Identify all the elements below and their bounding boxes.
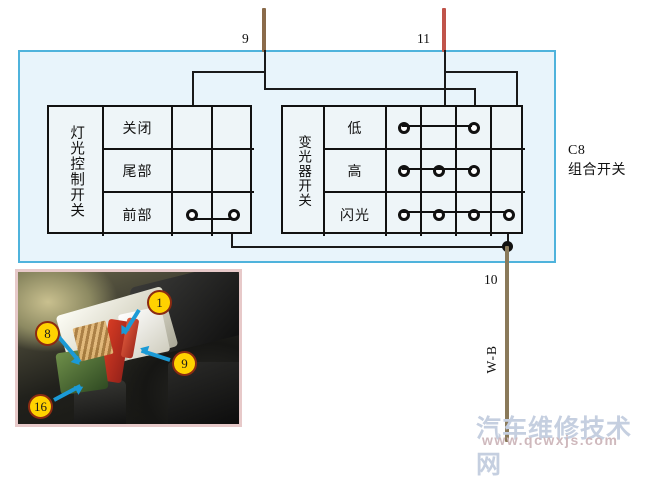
dimmer-switch-title: 变光器开关 bbox=[296, 135, 312, 208]
wire-stub-11 bbox=[442, 8, 446, 52]
connector-photo: 1 8 9 16 bbox=[15, 269, 242, 427]
photo-callout-16: 16 bbox=[28, 394, 53, 419]
dimmer-bridge-row1 bbox=[402, 168, 472, 170]
dimmer-cell-2-1 bbox=[387, 193, 422, 236]
photo-callout-1: 1 bbox=[147, 290, 172, 315]
route-left-table-vertical bbox=[192, 71, 194, 106]
contact-dot bbox=[397, 121, 410, 134]
light-switch-row-label-1: 尾部 bbox=[104, 150, 173, 193]
route-ground-right-vertical bbox=[507, 234, 509, 246]
dimmer-bridge-row2 bbox=[402, 211, 507, 213]
dimmer-cell-0-2 bbox=[422, 107, 457, 150]
route-11-vertical-drop bbox=[444, 50, 446, 106]
wire-number-11: 11 bbox=[417, 31, 430, 46]
photo-callout-8: 8 bbox=[35, 321, 60, 346]
component-caption: C8 组合开关 bbox=[568, 141, 626, 182]
light-switch-cell-2-1 bbox=[173, 193, 213, 236]
route-left-table-horizontal bbox=[192, 71, 266, 73]
dimmer-cell-1-1 bbox=[387, 150, 422, 193]
light-switch-title-cell: 灯光控制开关 bbox=[49, 107, 104, 236]
light-switch-cell-2-2 bbox=[213, 193, 254, 236]
route-ground-left-vertical bbox=[231, 234, 233, 246]
dimmer-switch-row-label-0: 低 bbox=[325, 107, 387, 150]
dimmer-cell-0-1 bbox=[387, 107, 422, 150]
light-switch-row-label-0: 关闭 bbox=[104, 107, 173, 150]
dimmer-cell-2-3 bbox=[457, 193, 492, 236]
light-switch-cell-0-2 bbox=[213, 107, 254, 150]
contact-dot bbox=[227, 208, 240, 221]
light-switch-cell-0-1 bbox=[173, 107, 213, 150]
light-switch-cell-1-1 bbox=[173, 150, 213, 193]
dimmer-switch-title-cell: 变光器开关 bbox=[283, 107, 325, 236]
dimmer-cell-2-2 bbox=[422, 193, 457, 236]
route-9-horizontal bbox=[264, 88, 476, 90]
contact-dot bbox=[397, 164, 410, 177]
dimmer-cell-1-4 bbox=[492, 150, 525, 193]
contact-dot bbox=[467, 164, 480, 177]
dimmer-switch-row-label-2: 闪光 bbox=[325, 193, 387, 236]
wire-stub-9 bbox=[262, 8, 266, 52]
dimmer-switch-row-label-1: 高 bbox=[325, 150, 387, 193]
dimmer-bridge-row0 bbox=[402, 125, 472, 127]
contact-dot bbox=[467, 121, 480, 134]
light-control-switch-table: 灯光控制开关 关闭 尾部 前部 bbox=[47, 105, 254, 236]
route-11-horizontal bbox=[444, 71, 518, 73]
route-ground-horizontal bbox=[231, 246, 507, 248]
component-code: C8 bbox=[568, 143, 586, 158]
wire-code-wb: W-B bbox=[484, 345, 499, 374]
route-9-vertical-to-table bbox=[474, 88, 476, 106]
dimmer-cell-0-4 bbox=[492, 107, 525, 150]
wire-stub-10 bbox=[505, 246, 509, 442]
photo-callout-9: 9 bbox=[172, 351, 197, 376]
light-switch-title: 灯光控制开关 bbox=[68, 125, 85, 218]
wiring-diagram-canvas: 9 11 灯光控制开关 关闭 尾部 前部 bbox=[0, 0, 654, 449]
route-9-vertical-drop bbox=[264, 50, 266, 88]
wire-number-9: 9 bbox=[242, 31, 249, 46]
contact-dot bbox=[432, 164, 445, 177]
watermark-url: www.qcwxjs.com bbox=[482, 432, 619, 448]
dimmer-cell-0-3 bbox=[457, 107, 492, 150]
dimmer-cell-1-2 bbox=[422, 150, 457, 193]
route-11-vertical-to-table bbox=[516, 71, 518, 106]
wire-number-10: 10 bbox=[484, 272, 498, 287]
dimmer-cell-1-3 bbox=[457, 150, 492, 193]
light-switch-row-label-2: 前部 bbox=[104, 193, 173, 236]
light-switch-contact-bridge bbox=[191, 218, 232, 220]
light-switch-cell-1-2 bbox=[213, 150, 254, 193]
component-name: 组合开关 bbox=[568, 163, 626, 179]
dimmer-cell-2-4 bbox=[492, 193, 525, 236]
